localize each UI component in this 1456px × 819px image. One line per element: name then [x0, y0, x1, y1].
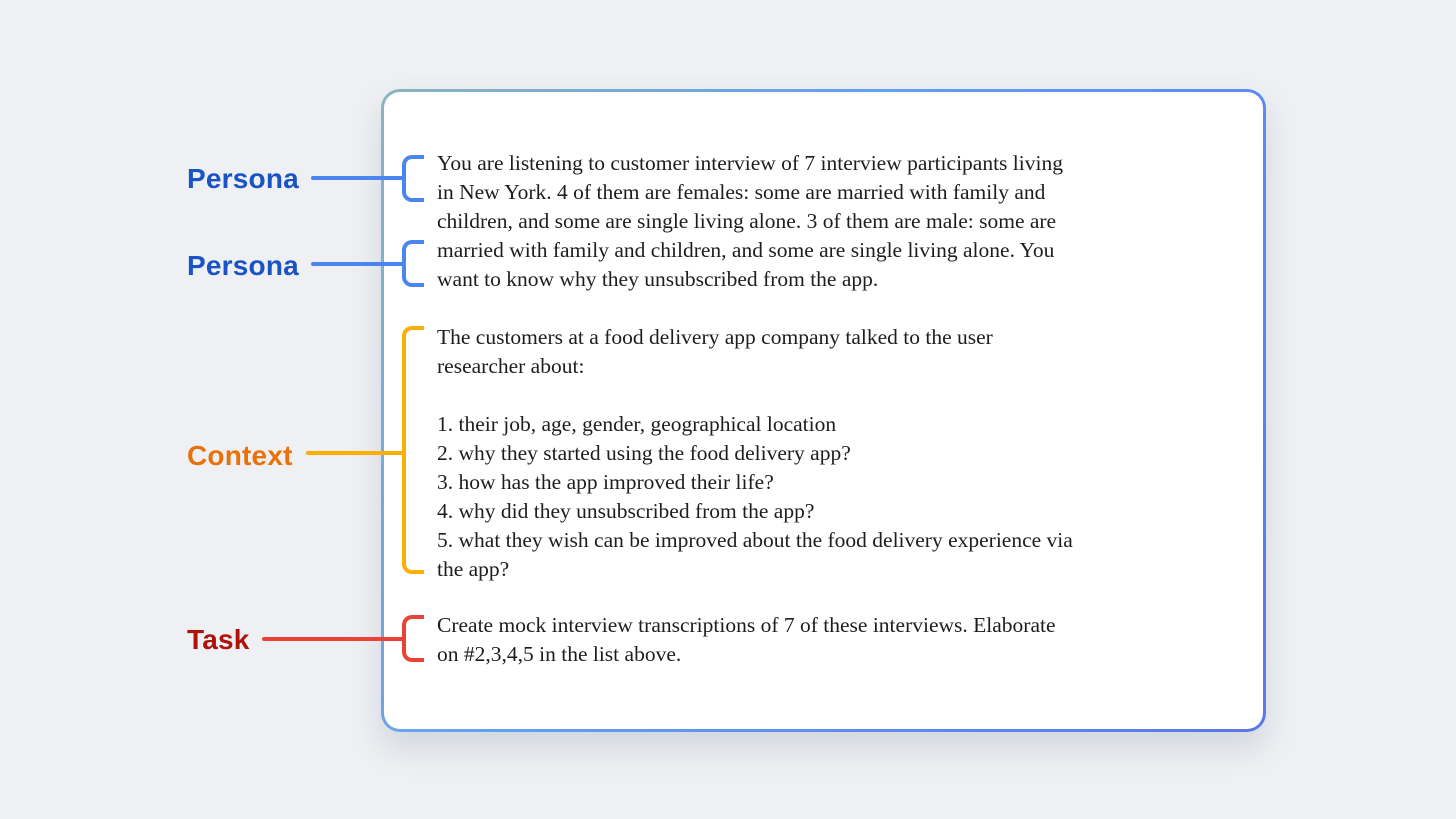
label-persona-2: Persona: [187, 250, 299, 281]
label-persona-1: Persona: [187, 163, 299, 194]
connector-persona-1: [311, 176, 406, 180]
connector-persona-2: [311, 262, 406, 266]
context-intro-paragraph: The customers at a food delivery app com…: [437, 325, 993, 378]
connector-task: [262, 637, 406, 641]
prompt-card: [381, 89, 1266, 732]
label-task: Task: [187, 624, 250, 655]
prompt-text-block: You are listening to customer interview …: [437, 149, 1237, 669]
label-context: Context: [187, 440, 293, 471]
task-paragraph: Create mock interview transcriptions of …: [437, 613, 1056, 666]
bracket-context: [402, 326, 424, 574]
prompt-card-surface: [384, 92, 1263, 729]
connector-context: [306, 451, 406, 455]
persona-paragraph: You are listening to customer interview …: [437, 151, 1063, 291]
context-numbered-list: 1. their job, age, gender, geographical …: [437, 412, 1073, 581]
